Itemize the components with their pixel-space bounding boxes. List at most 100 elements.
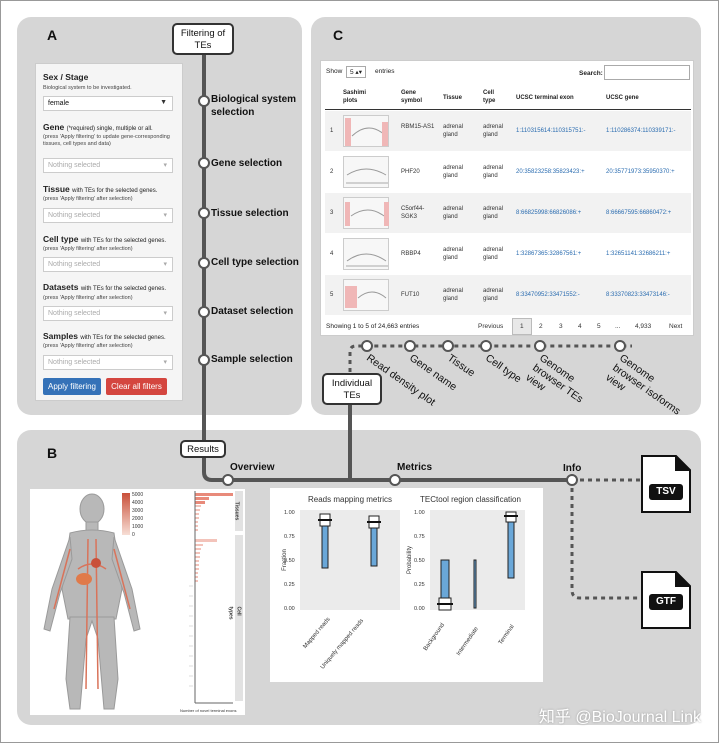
pagination-page-2[interactable]: 2 — [539, 323, 543, 330]
header-celltype: Cell type — [483, 90, 496, 104]
right-ytick: 0.00 — [414, 606, 425, 612]
xaxis-label: Number of novel terminal exons — [180, 708, 237, 713]
pagination-page-1[interactable]: 1 — [512, 318, 532, 335]
datasets-select[interactable]: Nothing selected▾ — [43, 306, 173, 321]
results-table: Show 5 ▴▾ entries Search: Sashimi plots … — [320, 60, 694, 336]
tissue-select[interactable]: Nothing selected▾ — [43, 208, 173, 223]
left-plot-bg — [300, 510, 400, 610]
chevron-down-icon: ▾ — [163, 261, 167, 268]
exon-link[interactable]: 8:66825998:66826086:+ — [516, 210, 582, 216]
sashimi-plot[interactable] — [343, 279, 389, 311]
pagination-next[interactable]: Next — [669, 323, 683, 330]
exon-link[interactable]: 1:110315614:110315751:- — [516, 128, 586, 134]
header-exon: UCSC terminal exon — [516, 95, 574, 101]
tissue-bar-chart — [189, 491, 233, 704]
left-ytick: 0.25 — [284, 582, 295, 588]
clear-filters-button[interactable]: Clear all filters — [106, 378, 167, 395]
celltype-select[interactable]: Nothing selected▾ — [43, 257, 173, 272]
tissues-label: Tissues — [233, 501, 240, 521]
ucsc-link[interactable]: 8:66667595:66860472:+ — [606, 210, 672, 216]
tissue-cell: adrenal gland — [443, 124, 464, 138]
datasets-label: Datasets with TEs for the selected genes… — [43, 282, 167, 292]
pagination-previous[interactable]: Previous — [478, 323, 504, 330]
celltypes-axis-band — [235, 535, 243, 701]
tissues-axis-band — [235, 491, 243, 531]
sex-note: Biological system to be investigated. — [43, 85, 132, 91]
header-gene: Gene symbol — [401, 90, 423, 104]
human-body-figure — [43, 493, 141, 710]
sex-label: Sex / Stage — [43, 72, 89, 82]
pagination-ellipsis: ... — [615, 323, 621, 330]
left-ytick: 0.00 — [284, 606, 295, 612]
row-number: 3 — [330, 210, 334, 216]
pagination-page-3[interactable]: 3 — [559, 323, 563, 330]
chevron-down-icon: ▾ — [163, 359, 167, 366]
celltype-cell: adrenal gland — [483, 206, 504, 220]
ucsc-link[interactable]: 8:33370823:33473146:- — [606, 292, 670, 298]
exon-link[interactable]: 8:33470952:33471552:- — [516, 292, 580, 298]
chevron-down-icon: ▾ — [163, 212, 167, 219]
exon-link[interactable]: 1:32867365:32867561:+ — [516, 251, 582, 257]
right-ytick: 0.75 — [414, 534, 425, 540]
tsv-document-icon[interactable]: TSV — [640, 454, 692, 519]
info-label: Info — [563, 463, 582, 474]
left-ytick: 0.50 — [284, 558, 295, 564]
celltype-note: (press 'Apply filtering' after selection… — [43, 246, 133, 252]
ucsc-link[interactable]: 20:35771973:35950370:+ — [606, 169, 675, 175]
sashimi-plot[interactable] — [343, 156, 389, 188]
gene-select[interactable]: Nothing selected▾ — [43, 158, 173, 173]
pagination-page-4[interactable]: 4 — [578, 323, 582, 330]
chevron-down-icon: ▾ — [163, 310, 167, 317]
overview-label: Overview — [230, 462, 275, 473]
pagination-page-5[interactable]: 5 — [597, 323, 601, 330]
sashimi-plot[interactable] — [343, 115, 389, 147]
search-input[interactable] — [604, 65, 690, 80]
samples-note: (press 'Apply filtering' after selection… — [43, 343, 133, 349]
header-tissue: Tissue — [443, 95, 462, 101]
gene-note: (press 'Apply filtering' to update gene-… — [43, 134, 170, 147]
gene-symbol: C5orf44-SGK3 — [401, 206, 425, 220]
legend-title-area — [122, 493, 130, 535]
step-sample: Sample selection — [211, 354, 293, 365]
gene-symbol: PHF20 — [401, 169, 420, 175]
tissue-note: (press 'Apply filtering' after selection… — [43, 196, 133, 202]
row-number: 2 — [330, 169, 334, 175]
step-dataset: Dataset selection — [211, 306, 294, 317]
celltypes-label: Cell types — [227, 606, 242, 620]
step-biological-system: Biological system selection — [211, 94, 297, 118]
gene-symbol: RBBP4 — [401, 251, 421, 257]
ucsc-link[interactable]: 1:32651141:32686211:+ — [606, 251, 671, 257]
celltype-cell: adrenal gland — [483, 288, 504, 302]
right-chart-title: TECtool region classification — [420, 495, 521, 504]
gene-symbol: RBM15-AS1 — [401, 124, 435, 130]
tissue-cell: adrenal gland — [443, 288, 464, 302]
pagination-last[interactable]: 4,933 — [635, 323, 652, 330]
sex-select[interactable]: female▼ — [43, 96, 173, 111]
exon-link[interactable]: 20:35823258:35823423:+ — [516, 169, 585, 175]
sashimi-plot[interactable] — [343, 238, 389, 270]
show-label: Show — [326, 68, 343, 75]
apply-filtering-button[interactable]: Apply filtering — [43, 378, 101, 395]
legend-tick: 5000 — [132, 492, 144, 498]
row-number: 1 — [330, 128, 334, 134]
sashimi-plot[interactable] — [343, 197, 389, 229]
gtf-label: GTF — [649, 594, 683, 610]
step-gene: Gene selection — [211, 158, 283, 169]
page-size-select[interactable]: 5 ▴▾ — [346, 66, 366, 78]
legend-tick: 0 — [132, 532, 135, 538]
samples-select[interactable]: Nothing selected▾ — [43, 355, 173, 370]
panel-a-letter: A — [47, 27, 58, 43]
celltype-label: Cell type with TEs for the selected gene… — [43, 234, 167, 244]
row-number: 4 — [330, 251, 334, 257]
tissue-label: Tissue with TEs for the selected genes. — [43, 184, 158, 194]
search-label: Search: — [579, 70, 603, 77]
tissue-cell: adrenal gland — [443, 206, 464, 220]
samples-label: Samples with TEs for the selected genes. — [43, 331, 166, 341]
step-cell-type: Cell type selection — [211, 257, 299, 268]
chevron-down-icon: ▼ — [160, 99, 167, 106]
gene-symbol: FUT10 — [401, 292, 420, 298]
header-sashimi: Sashimi plots — [343, 90, 367, 104]
gtf-document-icon[interactable]: GTF — [640, 570, 692, 635]
ucsc-link[interactable]: 1:110286374:110339171:- — [606, 128, 676, 134]
